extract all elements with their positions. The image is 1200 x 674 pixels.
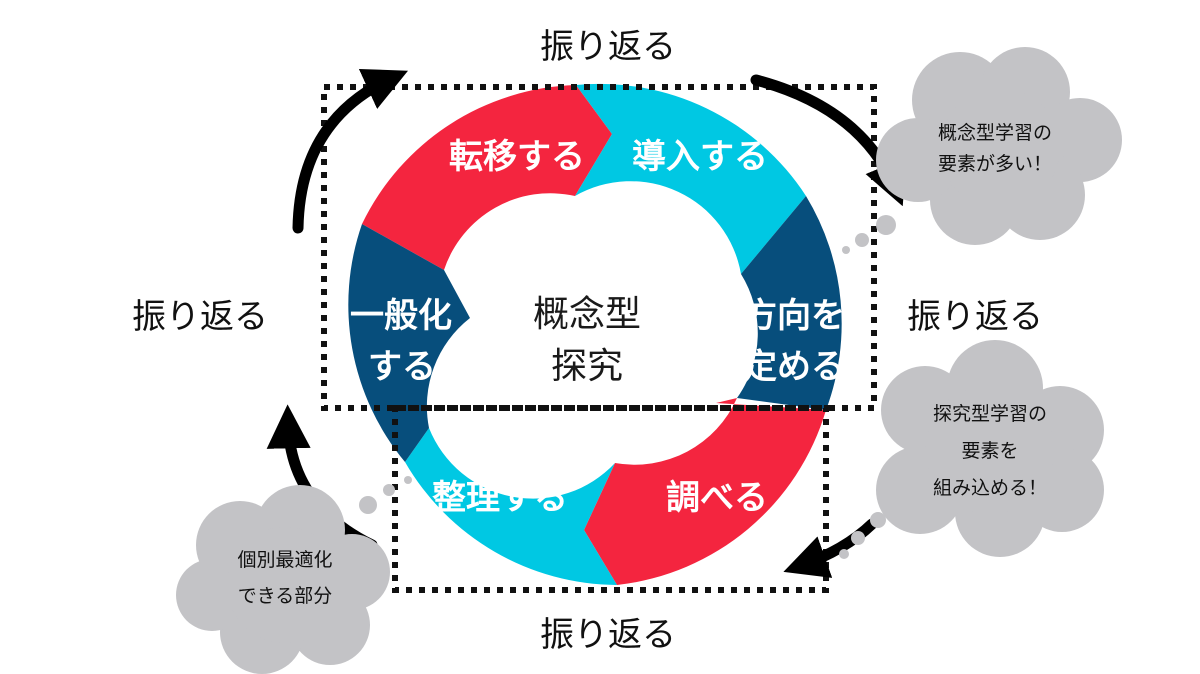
concept-learning-box [321,84,877,411]
cloud-concept-line2: 要素が多い！ [938,153,1052,175]
arrow-bottom-right [783,518,878,578]
arrow-top-left [292,68,409,234]
center-hole [475,219,699,443]
label-generalize-1: 一般化 [350,296,452,336]
cloud-inquiry-line1: 探究型学習の [933,403,1047,425]
center-label-1: 概念型 [533,294,641,335]
reflect-left: 振り返る [132,297,268,337]
label-introduce: 導入する [632,137,768,177]
inquiry-learning-box [392,405,829,593]
label-investigate: 調べる [666,478,768,518]
cloud-concept [842,47,1122,254]
cloud-inquiry [839,340,1104,559]
cycle-ring [348,83,842,585]
center-label-2: 探究 [551,346,623,387]
cloud-inquiry-line2: 要素を [961,440,1018,462]
reflect-top: 振り返る [540,27,676,67]
reflect-bottom: 振り返る [540,615,676,655]
cloud-concept-line1: 概念型学習の [938,121,1052,144]
segment-direction [737,196,842,410]
label-transfer: 転移する [449,137,585,177]
label-organize: 整理する [432,478,568,518]
cloud-personal-line2: できる部分 [238,585,333,607]
cloud-personal [176,476,412,674]
reflect-right: 振り返る [907,297,1043,337]
segment-introduce [575,83,806,274]
segment-generalize [348,224,470,462]
label-direction-1: 方向を [743,296,845,336]
segment-investigate [584,398,826,585]
cloud-personal-line1: 個別最適化 [237,549,332,571]
cloud-inquiry-line3: 組み込める！ [933,477,1047,499]
label-generalize-2: する [368,347,436,387]
segment-transfer [362,85,612,270]
label-direction-2: 定める [743,347,845,387]
segment-organize [405,428,617,585]
